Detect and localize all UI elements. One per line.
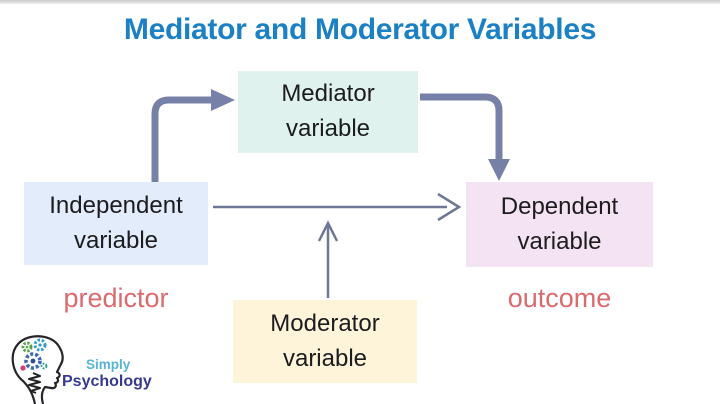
logo-brand-line1: Simply <box>86 357 131 372</box>
arrow-independent-to-mediator-icon <box>151 89 235 183</box>
arrow-independent-to-dependent-icon <box>213 192 462 222</box>
predictor-label: predictor <box>63 283 169 313</box>
top-edge-strip <box>0 0 720 4</box>
head-profile-icon <box>11 335 64 404</box>
moderator-variable-box: Moderator variable <box>233 300 417 383</box>
independent-variable-box: Independent variable <box>24 182 208 265</box>
brain-gears-icon <box>20 338 48 371</box>
outcome-label: outcome <box>507 283 612 313</box>
logo-brand-line2: Psychology <box>62 373 152 390</box>
coil-icon <box>28 372 41 394</box>
arrow-moderator-to-path-icon <box>317 220 339 298</box>
dependent-variable-box: Dependent variable <box>466 182 653 267</box>
simply-psychology-logo: Simply Psychology <box>11 335 152 404</box>
arrow-mediator-to-dependent-icon <box>420 93 510 181</box>
mediator-variable-box: Mediator variable <box>238 71 418 153</box>
diagram-title: Mediator and Moderator Variables <box>123 13 597 46</box>
